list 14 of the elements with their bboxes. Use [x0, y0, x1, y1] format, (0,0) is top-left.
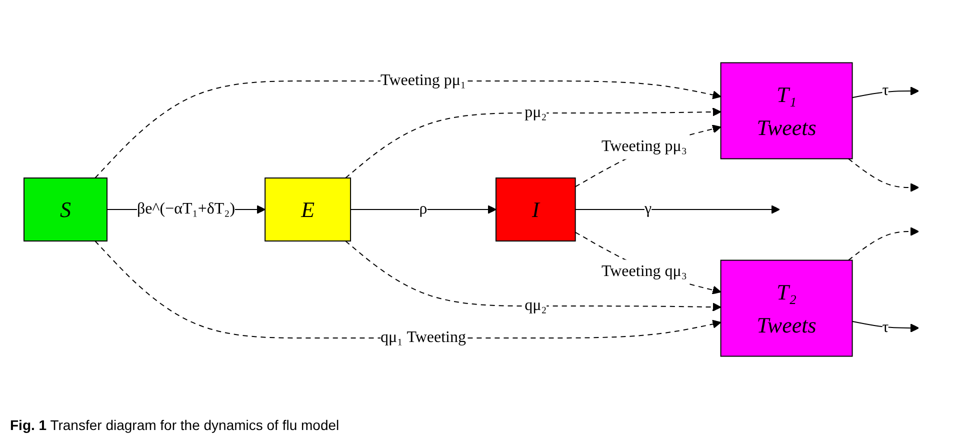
arrow [851, 320, 919, 332]
node-box: I [495, 178, 576, 242]
arrow [851, 86, 919, 98]
arrow [344, 108, 721, 178]
node-box: T₂ Tweets [720, 260, 852, 357]
node-box: T₁ Tweets [720, 62, 852, 160]
arrow [848, 158, 919, 192]
arrow [574, 205, 780, 214]
arrow [344, 240, 721, 312]
figure-caption: Fig. 1 Transfer diagram for the dynamics of flu model [10, 417, 340, 433]
arrow [848, 227, 919, 261]
node-box: E [264, 178, 351, 242]
node-box: S [23, 178, 108, 242]
arrow [350, 205, 496, 214]
